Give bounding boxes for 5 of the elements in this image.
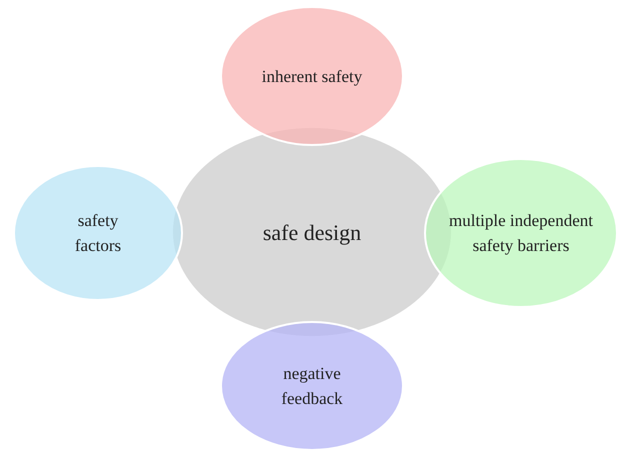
node-label: inherent safety [262,66,362,88]
node-label: negative feedback [280,363,344,410]
node-label: safety factors [74,210,122,257]
node-label: multiple independent safety barriers [448,210,594,257]
node-label: safe design [262,220,362,244]
